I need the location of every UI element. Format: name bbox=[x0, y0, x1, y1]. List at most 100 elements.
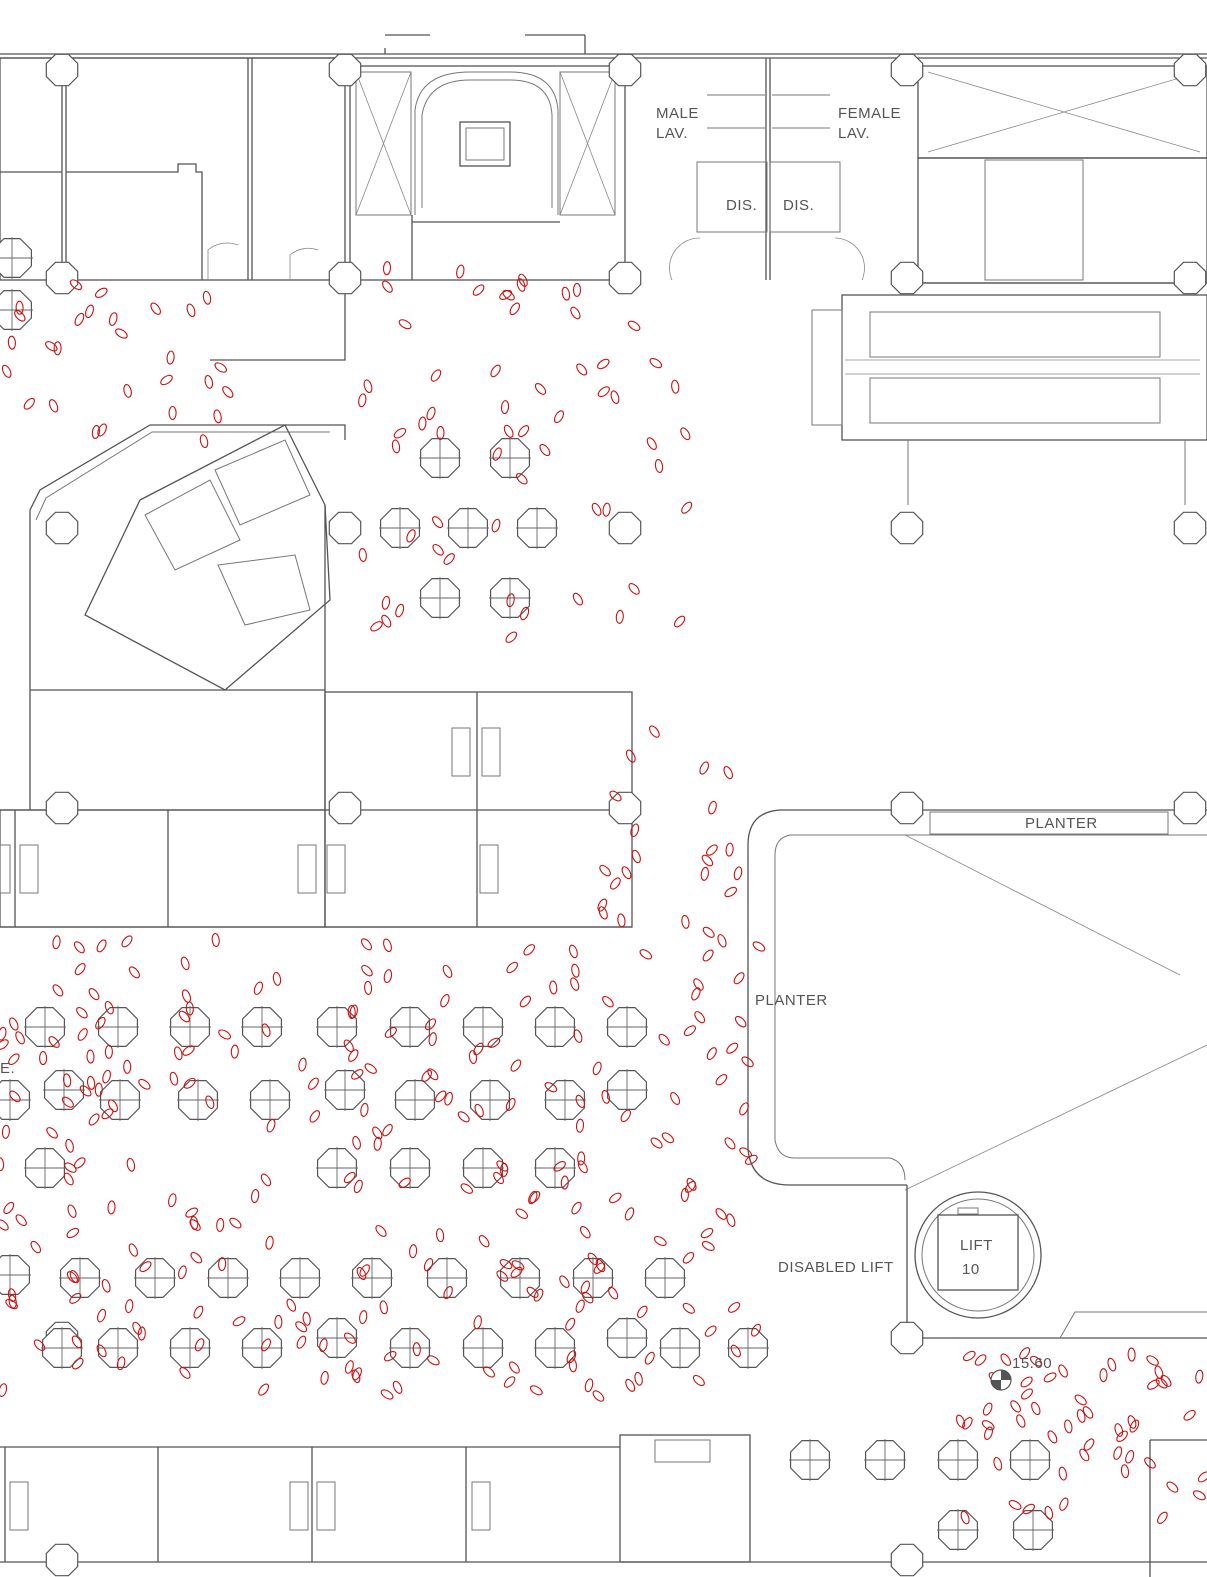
pedestrian-marker bbox=[128, 1243, 138, 1257]
structural-column bbox=[608, 511, 642, 545]
pedestrian-marker bbox=[993, 1456, 1003, 1471]
pedestrian-marker bbox=[500, 400, 510, 415]
planter-side-label: PLANTER bbox=[755, 992, 828, 1009]
pedestrian-marker bbox=[76, 1006, 88, 1019]
pedestrian-marker bbox=[1107, 1357, 1117, 1372]
pedestrian-marker bbox=[5, 1298, 18, 1310]
disabled-lift-label: DISABLED LIFT bbox=[778, 1259, 894, 1276]
pedestrian-marker bbox=[166, 350, 175, 365]
pedestrian-marker bbox=[646, 437, 657, 450]
pedestrian-marker bbox=[1197, 1471, 1207, 1483]
pedestrian-marker bbox=[45, 341, 58, 352]
pedestrian-marker bbox=[61, 1096, 74, 1108]
pedestrian-marker bbox=[1031, 1401, 1041, 1416]
pedestrian-marker bbox=[615, 609, 624, 624]
structural-column bbox=[890, 1321, 924, 1355]
pedestrian-marker bbox=[432, 543, 444, 556]
pedestrian-marker bbox=[1074, 1394, 1087, 1406]
pedestrian-marker bbox=[391, 439, 401, 454]
pedestrian-marker bbox=[508, 1361, 520, 1374]
pedestrian-marker bbox=[382, 1124, 393, 1137]
pedestrian-marker bbox=[609, 877, 621, 890]
pedestrian-marker bbox=[702, 949, 714, 962]
pedestrian-marker bbox=[86, 1075, 96, 1090]
pedestrian-marker bbox=[573, 1029, 583, 1043]
pedestrian-marker bbox=[474, 1103, 484, 1118]
pedestrian-marker bbox=[85, 304, 94, 319]
pedestrian-marker bbox=[503, 1376, 516, 1388]
structural-column bbox=[45, 791, 79, 825]
structural-column bbox=[45, 511, 79, 545]
pedestrian-marker bbox=[380, 1389, 394, 1400]
pedestrian-marker bbox=[94, 1082, 103, 1097]
pedestrian-marker bbox=[126, 1157, 136, 1172]
pedestrian-marker bbox=[383, 969, 393, 984]
pedestrian-marker bbox=[96, 1308, 107, 1323]
pedestrian-marker bbox=[624, 1207, 635, 1221]
pedestrian-marker bbox=[681, 501, 693, 514]
pedestrian-marker bbox=[272, 971, 282, 986]
pedestrian-marker bbox=[627, 320, 641, 332]
top-right-stair bbox=[917, 65, 1207, 284]
pedestrian-marker bbox=[178, 1265, 187, 1280]
pedestrian-marker bbox=[955, 1414, 966, 1428]
pedestrian-marker bbox=[587, 1252, 599, 1265]
dis-right-label: DIS. bbox=[783, 197, 814, 214]
pedestrian-marker bbox=[1113, 1446, 1123, 1460]
pedestrian-marker bbox=[359, 1264, 370, 1277]
pedestrian-marker bbox=[180, 956, 190, 971]
pedestrian-markers bbox=[0, 261, 1207, 1525]
pedestrian-marker bbox=[190, 1215, 199, 1231]
pedestrian-marker bbox=[601, 1089, 610, 1104]
pedestrian-marker bbox=[123, 1059, 132, 1074]
pedestrian-marker bbox=[364, 980, 373, 995]
pedestrian-marker bbox=[383, 1350, 397, 1362]
pedestrian-marker bbox=[79, 1085, 92, 1097]
pedestrian-marker bbox=[73, 941, 85, 954]
pedestrian-marker bbox=[214, 362, 227, 373]
pedestrian-marker bbox=[625, 749, 636, 763]
pedestrian-marker bbox=[1016, 1414, 1026, 1428]
pedestrian-marker bbox=[457, 1111, 470, 1123]
pedestrian-marker bbox=[320, 1370, 329, 1385]
pedestrian-marker bbox=[1, 364, 12, 378]
pedestrian-marker bbox=[428, 1032, 437, 1047]
pedestrian-marker bbox=[715, 1073, 728, 1086]
pedestrian-marker bbox=[500, 1162, 509, 1177]
edge-text: E. bbox=[0, 1060, 15, 1077]
pedestrian-marker bbox=[701, 1241, 715, 1251]
pedestrian-marker bbox=[1010, 1400, 1021, 1413]
structural-column bbox=[890, 791, 924, 825]
structural-column bbox=[608, 53, 642, 87]
pedestrian-marker bbox=[295, 1321, 308, 1333]
pedestrian-marker bbox=[108, 1099, 118, 1113]
pedestrian-marker bbox=[296, 1335, 307, 1349]
pedestrian-marker bbox=[1116, 1430, 1128, 1443]
pedestrian-marker bbox=[734, 1015, 747, 1028]
pedestrian-marker bbox=[1082, 1406, 1094, 1419]
pedestrian-marker bbox=[3, 1201, 15, 1215]
pedestrian-marker bbox=[636, 1305, 648, 1318]
pedestrian-marker bbox=[499, 289, 513, 300]
pedestrian-marker bbox=[741, 1056, 754, 1068]
pedestrian-marker bbox=[473, 1042, 484, 1056]
pedestrian-marker bbox=[568, 1358, 577, 1373]
pedestrian-marker bbox=[435, 1228, 445, 1243]
pedestrian-marker bbox=[443, 553, 455, 565]
pedestrian-marker bbox=[381, 614, 392, 628]
structural-column bbox=[1173, 53, 1207, 87]
pedestrian-marker bbox=[608, 1286, 619, 1300]
pedestrian-marker bbox=[137, 1326, 146, 1341]
pedestrian-marker bbox=[370, 621, 383, 632]
pedestrian-marker bbox=[723, 766, 733, 780]
pedestrian-marker bbox=[1020, 1376, 1033, 1388]
pedestrian-marker bbox=[353, 1179, 363, 1194]
pedestrian-marker bbox=[593, 1262, 606, 1274]
pedestrian-marker bbox=[559, 1275, 570, 1288]
pedestrian-marker bbox=[15, 300, 24, 315]
pedestrian-marker bbox=[1146, 1355, 1159, 1366]
escalators bbox=[811, 294, 1207, 505]
pedestrian-marker bbox=[526, 1286, 539, 1298]
pedestrian-marker bbox=[1099, 1368, 1108, 1383]
